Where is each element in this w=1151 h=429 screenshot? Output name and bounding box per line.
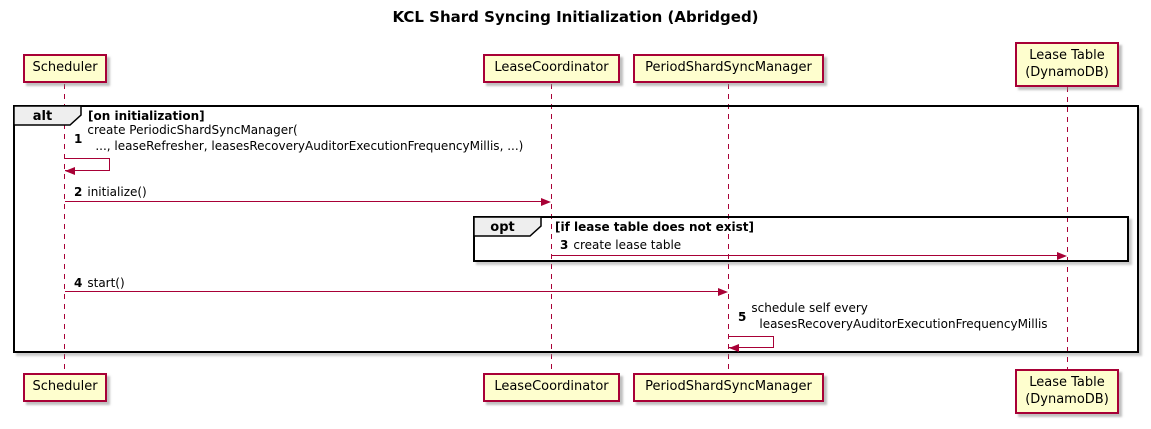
message-5-text-line1: schedule self every xyxy=(751,301,868,315)
alt-frame: alt [on initialization] xyxy=(13,105,1139,353)
participant-scheduler-bottom-label: Scheduler xyxy=(32,379,98,395)
message-4-label: 4 start() xyxy=(74,276,125,290)
message-4-number: 4 xyxy=(74,276,83,290)
message-2-arrowhead-icon xyxy=(541,198,551,206)
opt-operator-pentagon xyxy=(474,217,542,237)
participant-lease-coordinator-top: LeaseCoordinator xyxy=(483,54,620,83)
participant-period-shard-sync-manager-bottom: PeriodShardSyncManager xyxy=(633,373,824,402)
message-1-text-line2: ..., leaseRefresher, leasesRecoveryAudit… xyxy=(95,138,524,153)
message-4-arrow xyxy=(65,291,719,292)
opt-frame: opt [if lease table does not exist] xyxy=(473,216,1129,262)
lifeline-lease-coordinator xyxy=(551,84,552,374)
message-1-text-line1: create PeriodicShardSyncManager( xyxy=(87,123,298,137)
participant-period-shard-sync-manager-bottom-label: PeriodShardSyncManager xyxy=(645,379,812,395)
lifeline-scheduler xyxy=(64,84,65,374)
message-1-self-loop xyxy=(65,158,110,171)
participant-period-shard-sync-manager-top-label: PeriodShardSyncManager xyxy=(645,60,812,76)
message-3-number: 3 xyxy=(560,238,569,252)
alt-operator-label: alt xyxy=(32,109,53,124)
message-3-arrowhead-icon xyxy=(1057,252,1067,260)
message-5-number: 5 xyxy=(738,309,747,324)
participant-scheduler-bottom: Scheduler xyxy=(23,373,107,402)
participant-period-shard-sync-manager-top: PeriodShardSyncManager xyxy=(633,54,824,83)
alt-condition-label: [on initialization] xyxy=(88,109,205,123)
message-1-arrowhead-icon xyxy=(65,167,75,175)
participant-lease-table-bottom: Lease Table (DynamoDB) xyxy=(1015,369,1119,414)
message-5-arrowhead-icon xyxy=(729,344,739,352)
message-3-arrow xyxy=(551,255,1058,256)
participant-lease-table-top: Lease Table (DynamoDB) xyxy=(1015,42,1119,87)
diagram-title: KCL Shard Syncing Initialization (Abridg… xyxy=(392,8,759,26)
message-2-text: initialize() xyxy=(87,185,147,199)
lifeline-lease-table xyxy=(1067,87,1068,369)
message-3-label: 3 create lease table xyxy=(560,238,681,252)
message-1-number: 1 xyxy=(74,131,83,146)
message-1-label: 1 create PeriodicShardSyncManager( ..., … xyxy=(74,123,523,154)
participant-lease-coordinator-bottom-label: LeaseCoordinator xyxy=(494,379,609,395)
message-2-label: 2 initialize() xyxy=(74,185,147,199)
message-3-text: create lease table xyxy=(573,238,682,252)
participant-lease-table-top-label: Lease Table xyxy=(1029,48,1105,64)
participant-scheduler-top-label: Scheduler xyxy=(32,60,98,76)
lifeline-period-shard-sync-manager xyxy=(728,84,729,374)
alt-operator-pentagon xyxy=(14,106,82,126)
message-5-self-loop xyxy=(729,336,774,348)
participant-scheduler-top: Scheduler xyxy=(23,54,107,83)
message-5-text-line2: leasesRecoveryAuditorExecutionFrequencyM… xyxy=(759,316,1048,331)
opt-condition-label: [if lease table does not exist] xyxy=(555,220,755,234)
message-4-arrowhead-icon xyxy=(718,288,728,296)
message-4-text: start() xyxy=(87,276,125,290)
message-5-label: 5 schedule self every leasesRecoveryAudi… xyxy=(738,301,1048,332)
participant-lease-coordinator-bottom: LeaseCoordinator xyxy=(483,373,620,402)
message-2-number: 2 xyxy=(74,185,83,199)
participant-lease-table-bottom-label: Lease Table xyxy=(1029,375,1105,391)
participant-lease-table-bottom-label2: (DynamoDB) xyxy=(1025,391,1109,407)
participant-lease-table-top-label2: (DynamoDB) xyxy=(1025,64,1109,80)
message-2-arrow xyxy=(65,201,542,202)
opt-operator-label: opt xyxy=(490,220,515,235)
participant-lease-coordinator-top-label: LeaseCoordinator xyxy=(494,60,609,76)
